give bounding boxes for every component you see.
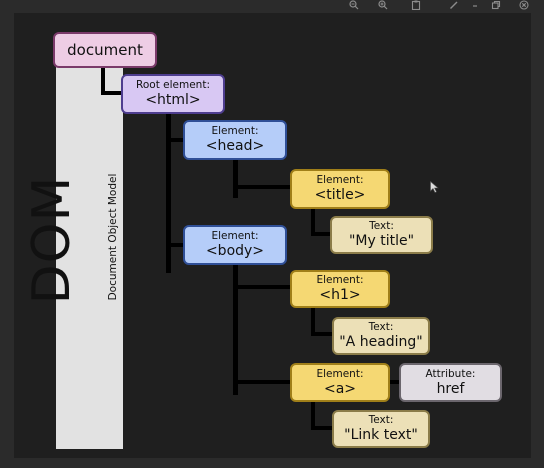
node-h1-text-label: "A heading"	[339, 334, 423, 351]
connector-h1-text-horizontal	[311, 332, 333, 336]
node-a-text: Text: "Link text"	[332, 410, 430, 448]
close-icon[interactable]	[517, 0, 531, 11]
node-head-label: <head>	[205, 138, 265, 155]
node-body-caption: Element:	[211, 230, 259, 243]
node-a-caption: Element:	[316, 367, 364, 380]
node-a-text-caption: Text:	[368, 414, 394, 427]
connector-to-body	[166, 243, 184, 247]
connector-head-trunk	[233, 160, 238, 198]
node-title-label: <title>	[314, 187, 366, 204]
dom-subtitle: Document Object Model	[107, 173, 119, 301]
connector-h1-text	[311, 308, 315, 336]
node-document: document	[53, 32, 157, 68]
node-html-caption: Root element:	[136, 79, 210, 92]
window-toolbar	[0, 0, 544, 12]
connector-a-text	[311, 402, 315, 430]
node-a-text-label: "Link text"	[344, 427, 418, 444]
node-title-text: Text: "My title"	[330, 216, 433, 254]
connector-html-trunk	[166, 113, 171, 273]
node-h1: Element: <h1>	[290, 270, 390, 308]
node-a-label: <a>	[323, 380, 357, 397]
minimize-icon[interactable]	[468, 0, 482, 11]
pencil-icon[interactable]	[447, 0, 461, 11]
connector-to-a	[233, 380, 291, 384]
node-title: Element: <title>	[290, 169, 390, 209]
connector-document-html-vertical	[101, 66, 105, 94]
node-h1-caption: Element:	[316, 274, 364, 287]
node-html: Root element: <html>	[121, 74, 225, 114]
clipboard-icon[interactable]	[409, 0, 423, 11]
zoom-in-icon[interactable]	[376, 0, 390, 11]
connector-title-text-horizontal	[311, 232, 331, 236]
node-head: Element: <head>	[183, 120, 287, 160]
dom-title: DOM	[22, 175, 82, 305]
node-h1-text-caption: Text:	[368, 321, 394, 334]
connector-to-h1	[233, 285, 291, 289]
connector-body-trunk	[233, 265, 238, 395]
node-h1-label: <h1>	[319, 287, 361, 304]
mouse-cursor-icon	[430, 180, 439, 196]
connector-to-head	[166, 138, 184, 142]
restore-icon[interactable]	[489, 0, 503, 11]
dom-side-panel	[56, 62, 123, 449]
node-h1-text: Text: "A heading"	[332, 317, 430, 355]
node-a-attribute-label: href	[436, 380, 465, 397]
node-head-caption: Element:	[211, 125, 259, 138]
node-title-text-caption: Text:	[369, 220, 394, 233]
connector-a-attr	[389, 380, 400, 384]
node-html-label: <html>	[145, 92, 201, 109]
node-a-attribute: Attribute: href	[399, 363, 502, 402]
node-title-text-label: "My title"	[348, 233, 415, 250]
connector-document-html-horizontal	[101, 91, 123, 95]
connector-to-title	[233, 185, 291, 189]
node-body-label: <body>	[205, 243, 265, 260]
node-body: Element: <body>	[183, 225, 287, 265]
node-a-attribute-caption: Attribute:	[425, 367, 476, 380]
node-title-caption: Element:	[316, 174, 364, 187]
connector-a-text-horizontal	[311, 426, 333, 430]
zoom-out-icon[interactable]	[347, 0, 361, 11]
node-document-label: document	[67, 40, 143, 59]
node-a: Element: <a>	[290, 363, 390, 402]
connector-title-text	[311, 208, 315, 236]
